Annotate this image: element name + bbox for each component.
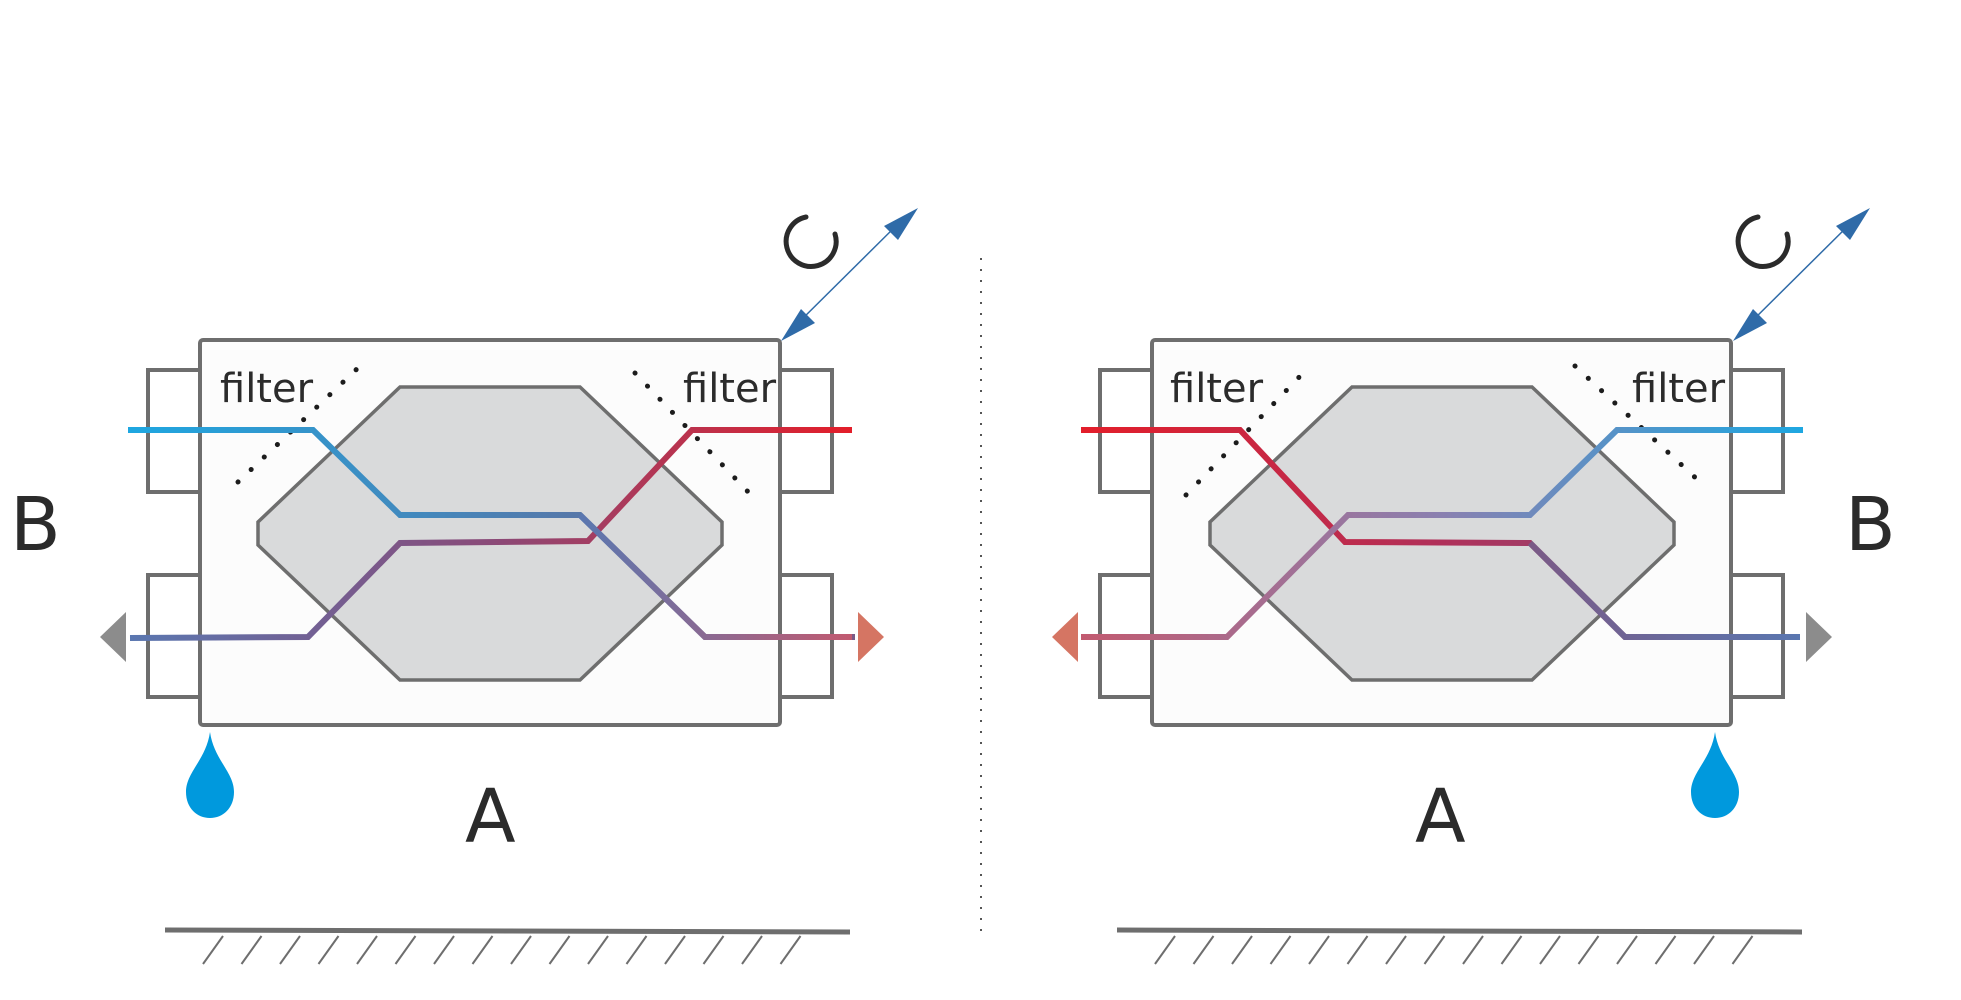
floor-hatch-mark [1385,935,1407,965]
heat-exchanger-core [256,385,724,682]
floor-hatch-mark [1577,935,1600,965]
floor-line [164,927,851,935]
floor-hatch-mark [317,935,340,965]
connector-arrow-up-icon [884,208,918,240]
unit-left: filter filter B A [10,208,918,965]
floor-hatch-mark [664,935,686,965]
floor-hatch-mark [587,935,609,965]
outlet-arrow-icon [1052,612,1078,662]
airflow-extract-lower [1527,540,1800,640]
connector-arrow-down-icon [781,309,815,341]
floor-hatch-mark [1500,935,1523,965]
exhaust-arrow-icon [1806,612,1832,662]
floor-hatch [1154,935,1754,965]
floor-hatch-mark [1346,935,1369,965]
floor-hatch-mark [394,935,417,965]
rotation-icon [1735,214,1791,269]
floor-hatch-mark [202,935,224,965]
airflow-supply-lower [577,512,852,640]
floor-hatch-mark [471,935,494,965]
filter-right-label: filter [1632,366,1726,412]
exhaust-arrow-icon [100,612,126,662]
floor-hatch [202,935,802,965]
bottom-label: A [465,774,516,860]
floor-hatch-mark [1462,935,1484,965]
water-drop-icon [186,732,234,818]
unit-right: filter filter B A [1052,208,1896,965]
heat-exchanger-core [1208,385,1676,682]
floor-hatch-mark [702,935,725,965]
floor-hatch-mark [1693,935,1715,965]
floor-hatch-mark [279,935,301,965]
bottom-label: A [1415,774,1466,860]
water-drop-icon [1691,732,1739,818]
floor-hatch-mark [1616,935,1638,965]
floor-hatch-mark [1539,935,1561,965]
floor-hatch-mark [741,935,763,965]
airflow-extract [129,427,852,641]
connector-arrow-down-icon [1733,309,1767,341]
filter-left-label: filter [1170,366,1264,412]
filter-left-label: filter [220,366,314,412]
floor-hatch-mark [1654,935,1677,965]
floor-hatch-mark [1308,935,1330,965]
connector-line [787,217,905,334]
floor-hatch-mark [1154,935,1176,965]
floor-hatch-mark [356,935,378,965]
filter-right-label: filter [683,366,777,412]
connector-line [1739,217,1857,334]
floor-hatch-mark [510,935,532,965]
floor-hatch-mark [1192,935,1215,965]
side-label: B [1845,482,1896,568]
floor-line [1116,927,1803,935]
floor-hatch-mark [548,935,571,965]
floor-hatch-mark [1269,935,1292,965]
floor-hatch-mark [433,935,455,965]
floor-hatch-mark [1731,935,1754,965]
floor-hatch-mark [1231,935,1253,965]
side-label: B [10,482,61,568]
floor-hatch-mark [240,935,263,965]
floor-hatch-mark [779,935,802,965]
airflow-supply [1081,427,1803,640]
outlet-arrow-icon [858,612,884,662]
floor-hatch-mark [1423,935,1446,965]
filter-left-icon [1183,368,1308,498]
floor-hatch-mark [625,935,648,965]
rotation-icon [783,214,839,269]
connector-arrow-up-icon [1836,208,1870,240]
